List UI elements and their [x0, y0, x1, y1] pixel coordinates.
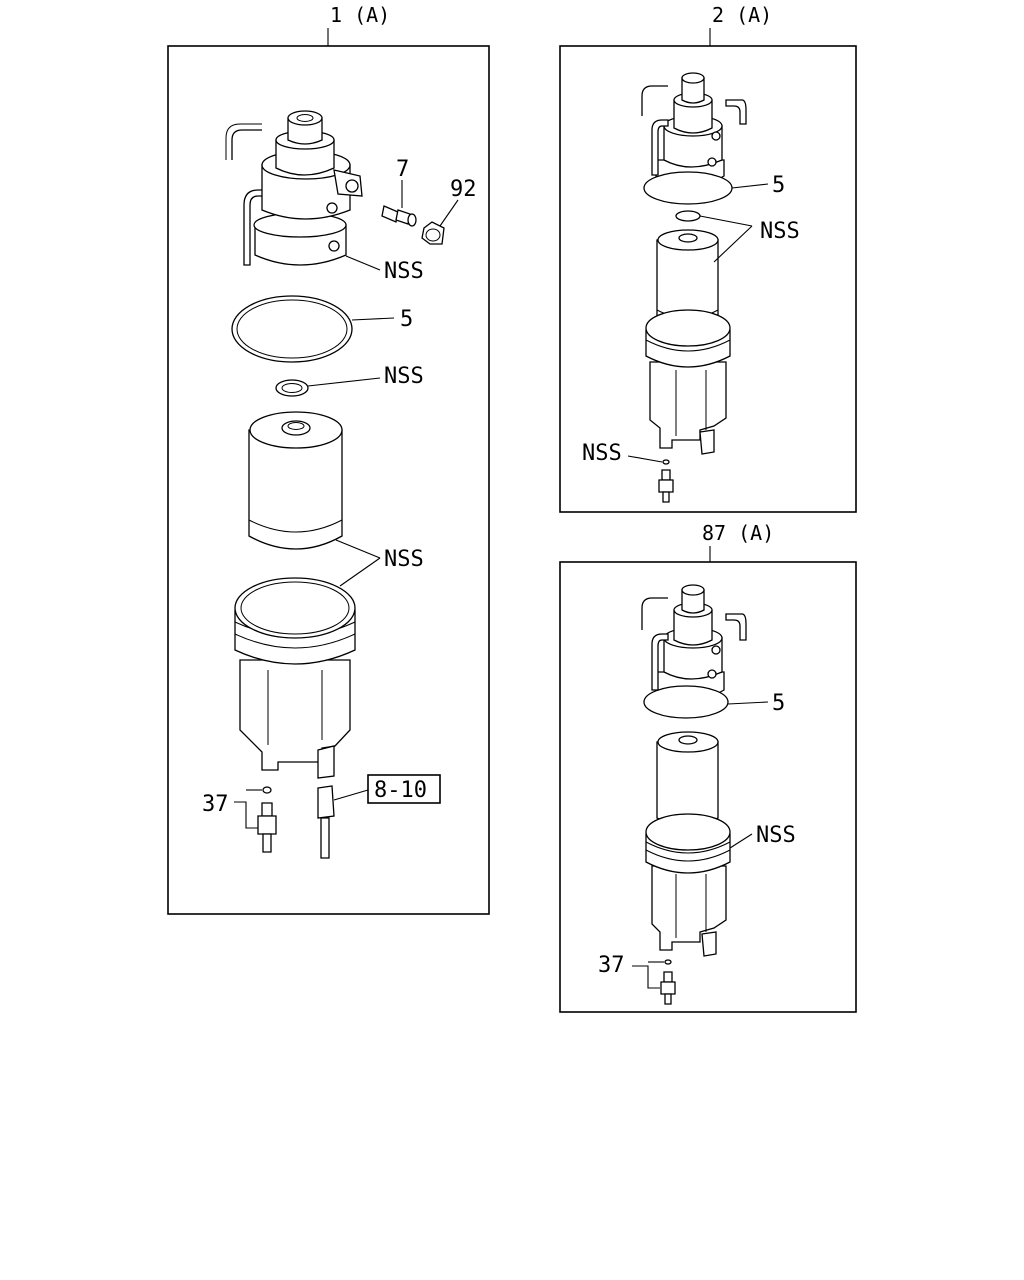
- part-92-cap: [421, 221, 445, 245]
- panel-87: 87 (A): [559, 521, 857, 1013]
- label-5: 5: [400, 307, 413, 332]
- label-92: 92: [450, 177, 477, 202]
- part-5-o-ring: [231, 295, 353, 363]
- label-nss-filter: NSS: [384, 547, 424, 572]
- sediment-bowl: [645, 813, 731, 957]
- seal-ring: [275, 379, 309, 397]
- seal-ring: [675, 210, 701, 222]
- filter-element: [656, 731, 719, 827]
- label-7: 7: [396, 157, 409, 182]
- water-sensor: [317, 785, 335, 859]
- panel-1-title: 1 (A): [330, 3, 390, 27]
- ref-8-10-label[interactable]: 8-10: [374, 778, 427, 803]
- panel-2-frame: [559, 45, 857, 513]
- sediment-bowl: [645, 309, 731, 455]
- filter-head: [225, 110, 363, 266]
- panel-2-title: 2 (A): [712, 3, 772, 27]
- label-nss-filter: NSS: [760, 219, 800, 244]
- filter-element: [248, 411, 343, 550]
- label-5: 5: [772, 691, 785, 716]
- filter-head: [641, 72, 747, 187]
- panel-2: 2 (A): [559, 3, 857, 513]
- part-37-drain-plug: [660, 959, 676, 1005]
- filter-head: [641, 584, 747, 701]
- panel-1: 1 (A): [167, 3, 490, 915]
- label-nss-head: NSS: [384, 259, 424, 284]
- label-nss-bowl: NSS: [756, 823, 796, 848]
- part-5-o-ring: [643, 685, 729, 719]
- label-37: 37: [202, 792, 229, 817]
- panel-1-frame: [167, 45, 490, 915]
- part-5-o-ring: [643, 171, 733, 205]
- ref-8-10-box[interactable]: [367, 774, 441, 804]
- panel-1-leaders: [234, 180, 459, 829]
- label-nss-drain: NSS: [582, 441, 622, 466]
- panel-87-frame: [559, 561, 857, 1013]
- label-37: 37: [598, 953, 625, 978]
- panel-87-leaders: [632, 701, 769, 989]
- part-37-drain-plug: [257, 786, 277, 853]
- sediment-bowl: [234, 577, 356, 779]
- panel-87-title: 87 (A): [702, 521, 774, 545]
- label-nss-seal: NSS: [384, 364, 424, 389]
- panel-2-leaders: [627, 183, 769, 463]
- drain-plug: [658, 459, 674, 503]
- label-5: 5: [772, 173, 785, 198]
- part-7-bleeder-screw: [381, 205, 417, 227]
